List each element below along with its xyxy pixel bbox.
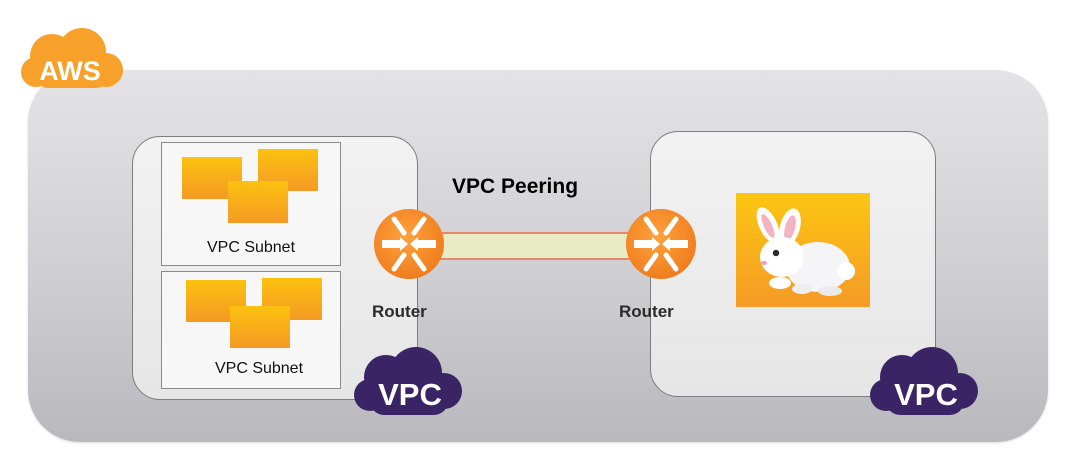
aws-cloud-icon: AWS — [21, 28, 123, 88]
right-vpc-badge: VPC — [866, 345, 984, 417]
vpc-cloud-icon: VPC — [354, 347, 462, 415]
vpc-cloud-icon: VPC — [870, 347, 978, 415]
peering-connection — [420, 232, 640, 260]
vpc-badge-label: VPC — [378, 377, 442, 412]
rabbit-resource — [736, 193, 870, 307]
aws-badge-label: AWS — [39, 56, 101, 86]
subnet-label: VPC Subnet — [214, 360, 304, 377]
subnet-blocks-icon — [186, 278, 322, 348]
router-label: Router — [372, 302, 427, 321]
rabbit-icon — [736, 193, 870, 307]
router-icon — [626, 209, 696, 279]
vpc-badge-label: VPC — [894, 377, 958, 412]
router-icon — [374, 209, 444, 279]
right-router — [624, 207, 698, 281]
subnet-label: VPC Subnet — [206, 239, 296, 256]
subnet-blocks-icon — [182, 149, 318, 223]
vpc-subnet-1: VPC Subnet — [161, 142, 341, 266]
left-router — [372, 207, 446, 281]
peering-label: VPC Peering — [452, 175, 579, 198]
vpc-subnet-2: VPC Subnet — [161, 271, 341, 389]
router-label: Router — [619, 302, 674, 321]
aws-cloud-badge: AWS — [18, 22, 126, 96]
left-vpc-badge: VPC — [350, 345, 468, 417]
